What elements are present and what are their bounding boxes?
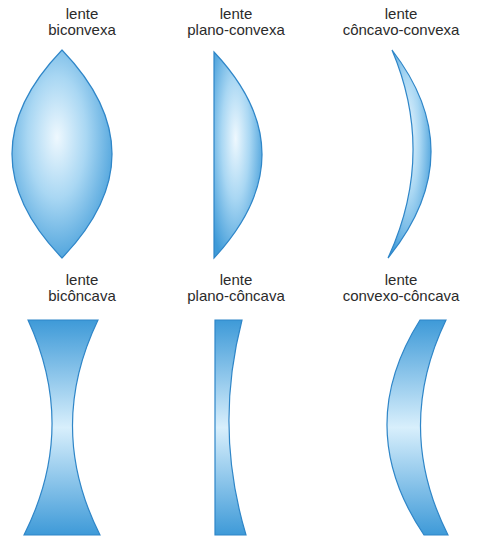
plano-convex-lens [214, 52, 262, 258]
lens-label-node: lente côncavo-convexa [321, 6, 481, 38]
lens-name: lente plano-convexa [156, 6, 316, 38]
convexo-concave-lens [387, 320, 448, 535]
lens-label-node: lente plano-côncava [156, 272, 316, 304]
lens-label-node: lente bicôncava [2, 272, 162, 304]
biconvex-lens [12, 50, 112, 258]
lens-name: lente plano-côncava [156, 272, 316, 304]
lens-name: lente convexo-côncava [321, 272, 481, 304]
concavo-convex-lens [388, 50, 431, 258]
lens-name: lente bicôncava [2, 272, 162, 304]
lens-name: lente côncavo-convexa [321, 6, 481, 38]
plano-concave-lens [215, 320, 246, 535]
lens-name: lente biconvexa [2, 6, 162, 38]
lens-label-node: lente convexo-côncava [321, 272, 481, 304]
biconcave-lens [24, 320, 100, 535]
lens-label-node: lente plano-convexa [156, 6, 316, 38]
lens-label-node: lente biconvexa [2, 6, 162, 38]
